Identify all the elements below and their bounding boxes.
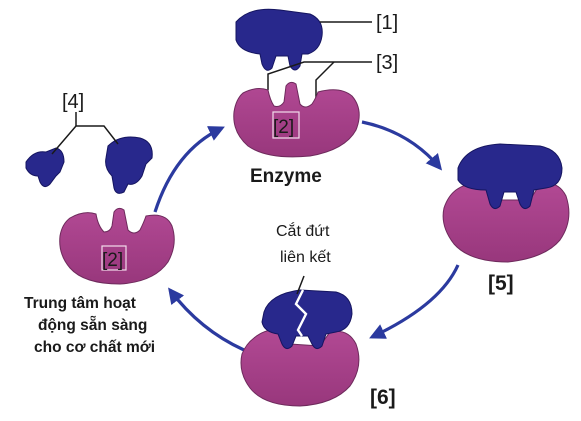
label-2-top: [2] (273, 117, 294, 138)
product-left-a (25, 147, 65, 188)
label-break-bond-line1: Cắt đứt (276, 221, 330, 240)
label-2-left-box (101, 245, 127, 271)
leader-line-4 (51, 125, 119, 155)
enzyme-bottom (240, 329, 360, 407)
leader-line-3b (315, 61, 335, 98)
arrow-bottom-to-left (168, 287, 245, 352)
substrate-top (235, 8, 323, 71)
substrate-bottom (261, 289, 353, 350)
substrate-right (457, 143, 563, 210)
active-site-text-line1: Trung tâm hoạt (24, 295, 136, 312)
enzyme-title: Enzyme (250, 166, 322, 187)
arrow-left-to-top (153, 126, 225, 213)
arrow-top-to-right (361, 120, 443, 171)
active-site-text-line2: động sẵn sàng (38, 317, 147, 334)
label-6: [6] (370, 386, 396, 409)
product-left-b (105, 136, 153, 194)
label-2-left: [2] (102, 250, 123, 271)
arrow-right-to-bottom (369, 264, 460, 339)
label-5: [5] (488, 272, 514, 295)
label-4: [4] (62, 91, 84, 113)
enzyme-top (233, 81, 360, 158)
label-1: [1] (376, 12, 398, 34)
label-2-top-box (272, 111, 300, 139)
leader-line-cut (296, 275, 305, 295)
enzyme-right (442, 182, 570, 263)
label-break-bond-line2: liên kết (280, 249, 331, 266)
active-site-text-line3: cho cơ chất mới (34, 339, 155, 356)
label-3: [3] (376, 52, 398, 74)
leader-line-3a (267, 61, 372, 90)
cut-line (294, 289, 308, 337)
